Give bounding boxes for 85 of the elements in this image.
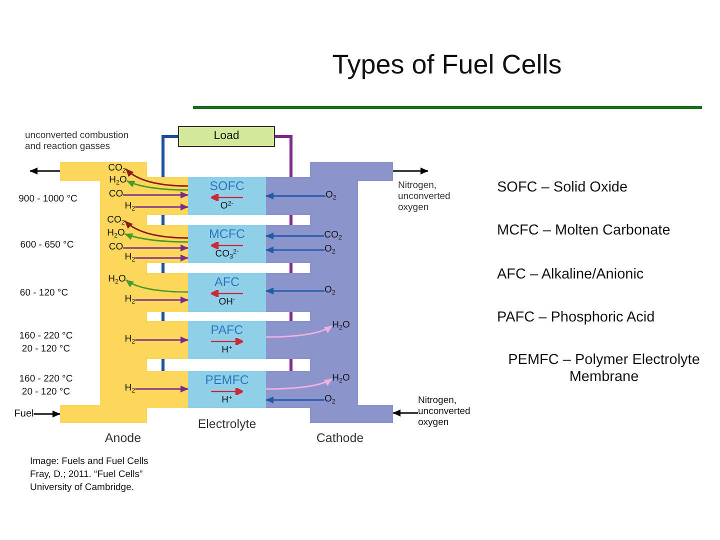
source-note: Fray, D.; 2011. “Fuel Cells” [30,470,143,481]
temperature-label: 20 - 120 °C [22,344,70,356]
electrolyte-band [188,177,266,215]
arrow [266,396,324,404]
molecule-label: H$_{2}$ [124,294,136,306]
temperature-label: 20 - 120 °C [22,388,70,398]
arrow [135,386,188,392]
electrolyte-band [188,225,266,263]
cell-type-label: AFC [214,274,240,290]
cell-type-label: SOFC [210,178,244,194]
fuel-cell-type-label: PAFC – Phosphoric Acid [497,310,655,326]
curved-arrow [125,168,188,187]
fuel-cell-type-label: SOFC – Solid Oxide [497,180,628,196]
molecule-label: H$_{2}$ [124,334,136,346]
molecule-label: H$_{2}$ [124,252,136,264]
arrow [266,246,324,254]
molecule-label: H$_{2}$O [107,228,125,240]
column-label: Electrolyte [198,416,256,432]
arrow [135,204,188,210]
molecule-label: H$_{2}$ [124,384,136,394]
direction-arrow [211,388,243,394]
source-note: Image: Fuels and Fuel Cells [30,457,148,468]
arrow [123,244,188,252]
load-box: Load [178,126,275,147]
temperature-label: 160 - 220 °C [19,374,73,386]
molecule-label: H$_{2}$O [332,320,350,332]
arrow [392,410,418,416]
fuel-cell-type-label: PEMFC – Polymer Electrolyte Membrane [507,352,701,386]
molecule-label: CO [108,190,124,200]
molecule-label: H$_{2}$O [108,274,126,286]
gas-label: Nitrogen, unconverted oxygen [418,396,476,429]
ion-label: H$^{+}$ [222,396,232,406]
arrow [266,232,324,240]
fuel-cell-type-label: AFC – Alkaline/Anionic [497,266,644,284]
direction-arrow [211,290,243,296]
temperature-label: 900 - 1000 °C [18,194,78,206]
temperature-label: 60 - 120 °C [20,288,68,300]
arrow [135,296,188,304]
arrow [34,410,60,418]
curved-arrow [266,325,332,338]
cell-type-label: PAFC [210,322,244,338]
arrow [266,192,326,200]
electrolyte-band [188,273,266,312]
molecule-label: CO$_{2}$ [107,216,125,226]
molecule-label: H$_{2}$ [124,202,136,212]
curved-arrow [126,279,188,293]
molecule-label: CO [108,242,124,254]
slide-title: Types of Fuel Cells [332,49,562,81]
source-note: University of Cambridge. [30,483,134,494]
curved-arrow [124,220,188,239]
curved-arrow [266,378,332,390]
curved-arrow [126,180,188,191]
molecule-label: O$_{2}$ [324,244,336,256]
fuel-cell-type-label: MCFC – Molten Carbonate [497,222,670,240]
electrolyte-band [188,321,266,359]
arrow [393,168,428,174]
column-label: Cathode [316,430,364,446]
molecule-label: O$_{2}$ [324,394,336,406]
ion-label: O$^{2-}$ [220,202,234,212]
molecule-label: H$_{2}$O [332,374,350,384]
ion-label: OH$^{-}$ [218,298,236,308]
column-label: Anode [104,430,142,446]
molecule-label: O$_{2}$ [326,190,336,202]
molecule-label: CO$_{2}$ [108,164,126,174]
wire [162,135,178,177]
curved-arrow [124,233,188,243]
temperature-label: 600 - 650 °C [20,240,74,252]
molecule-label: CO$_{2}$ [324,230,342,242]
direction-arrow [211,338,243,344]
arrow [266,288,324,294]
cell-type-label: PEMFC [205,372,249,388]
temperature-label: 160 - 220 °C [19,332,73,342]
electrolyte-band [188,371,266,408]
direction-arrow [211,194,243,200]
cell-type-label: MCFC [208,226,246,242]
arrow [123,192,188,198]
arrow [135,336,188,344]
arrow [135,254,188,262]
wire [275,135,292,177]
fuel-label: Fuel [14,408,34,420]
direction-arrow [211,242,243,248]
molecule-label: O$_{2}$ [324,286,336,296]
ion-label: H$^{+}$ [222,346,232,356]
molecule-label: H$_{2}$O [109,176,127,186]
arrow [30,168,60,174]
